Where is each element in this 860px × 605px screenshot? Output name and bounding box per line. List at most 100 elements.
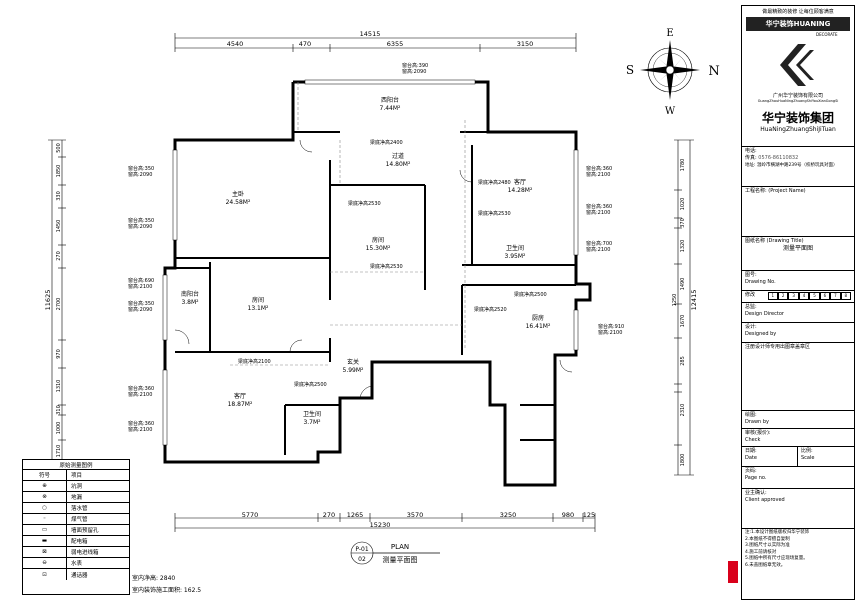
right-total-dim: 12415 xyxy=(690,290,698,311)
stamp-note: 注册设计师专用出图章盖章区 xyxy=(745,344,811,350)
room-name: 厨房 xyxy=(532,314,544,322)
plan-en: PLAN xyxy=(391,543,409,551)
window-note: 窗高:2090 xyxy=(128,171,152,178)
room-name: 南阳台 xyxy=(181,290,199,298)
beam-note: 梁底净高2530 xyxy=(370,263,403,270)
left-seg-dim: 270 xyxy=(56,251,62,261)
drawing-title-row: 图纸名称 (Drawing Title) 测量平面图 xyxy=(742,236,854,266)
client-label: 业主确认: xyxy=(745,490,767,496)
downpipe-icon: ○ xyxy=(23,503,67,513)
window-note: 窗台高:690 xyxy=(128,277,154,284)
window-note: 窗台高:360 xyxy=(586,203,612,210)
address: 地址: 温岭市横湖中路239号（校桥玩具对面） xyxy=(745,163,838,168)
right-seg-dim: 1250 xyxy=(672,294,678,307)
floor-drain-icon: ⊗ xyxy=(23,492,67,502)
drawing-no-en: Drawing No. xyxy=(745,279,776,285)
right-seg-dim: 1020 xyxy=(680,198,686,211)
window-note: 窗高:2100 xyxy=(598,329,622,336)
window-note: 窗高:2100 xyxy=(586,209,610,216)
window-note: 窗高:2100 xyxy=(128,283,152,290)
page-label: 页码: xyxy=(745,468,757,474)
left-seg-dim: 1450 xyxy=(56,220,62,233)
legend-row: ⊠弱电进线箱 xyxy=(23,547,129,558)
room-area: 14.80M² xyxy=(386,161,411,168)
window-note: 窗高:2100 xyxy=(586,171,610,178)
pit-icon: ⊕ xyxy=(23,481,67,491)
window-note: 窗高:2100 xyxy=(128,426,152,433)
legend-row: ◦煤气管 xyxy=(23,514,129,525)
drawn-row: 绘图: Drawn by xyxy=(742,410,854,426)
right-seg-dim: 1670 xyxy=(680,315,686,328)
bottom-seg-dim: 3250 xyxy=(500,511,517,519)
client-row: 业主确认: Client approved xyxy=(742,488,854,528)
revision-row: 修改 1 2 3 4 5 6 7 8 xyxy=(742,290,854,300)
room-area: 18.87M² xyxy=(228,401,253,408)
window-note: 窗台高:360 xyxy=(128,385,154,392)
beam-note: 梁底净高2530 xyxy=(348,200,381,207)
date-en: Date xyxy=(745,455,757,461)
stamp-row: 注册设计师专用出图章盖章区 xyxy=(742,342,854,406)
weak-current-box-icon: ⊠ xyxy=(23,547,67,557)
chevron-logo-icon xyxy=(780,44,814,86)
window-note: 窗台高:390 xyxy=(402,62,428,69)
legend-row: ○落水管 xyxy=(23,503,129,514)
note-area: 室内装饰施工面积: 162.5 xyxy=(132,586,201,594)
room-name: 主卧 xyxy=(232,190,244,198)
room-area: 3.95M² xyxy=(505,253,527,260)
revision-cell: 8 xyxy=(840,291,851,300)
window-note: 窗高:2090 xyxy=(128,223,152,230)
beam-note: 梁底净高2520 xyxy=(474,306,507,313)
company-name: 广州华宁装饰有限公司 xyxy=(772,93,823,99)
left-seg-dim: 1310 xyxy=(56,380,62,393)
designer-label: 设计: xyxy=(745,324,757,330)
legend-col-symbol: 符号 xyxy=(23,470,67,480)
left-seg-dim: 330 xyxy=(56,191,62,201)
drawing-no-row: 图号: Drawing No. xyxy=(742,270,854,290)
window-note: 窗台高:350 xyxy=(128,217,154,224)
bottom-seg-dim: 1265 xyxy=(347,511,364,519)
windows xyxy=(162,79,579,446)
compass-rose xyxy=(640,40,700,100)
distribution-box-icon: ▬ xyxy=(23,536,67,546)
left-seg-dim: 1710 xyxy=(56,445,62,458)
top-total-dim: 14515 xyxy=(360,30,381,38)
plan-label xyxy=(350,541,440,565)
designer-row: 设计: Designed by xyxy=(742,322,854,342)
room-name: 客厅 xyxy=(514,178,526,186)
director-en: Design Director xyxy=(745,311,784,317)
room-name: 西阳台 xyxy=(381,96,399,104)
room-area: 24.58M² xyxy=(226,199,251,206)
legend-row: ▭墙面预留孔 xyxy=(23,525,129,536)
bottom-seg-dim: 3570 xyxy=(407,511,424,519)
right-seg-dim: 285 xyxy=(680,356,686,366)
right-seg-dim: 1490 xyxy=(680,278,686,291)
group-pinyin: HuaNingZhuangShiJiTuan xyxy=(760,126,836,133)
bottom-seg-dim: 980 xyxy=(562,511,574,519)
left-seg-dim: 1850 xyxy=(56,165,62,178)
intercom-icon: ⊡ xyxy=(23,569,67,580)
brand-logo-sub: DECORATE xyxy=(816,32,838,37)
room-name: 房间 xyxy=(252,296,264,304)
right-dimensions xyxy=(674,139,694,476)
room-area: 13.1M² xyxy=(248,305,270,312)
compass-e-label: E xyxy=(666,28,673,39)
bottom-seg-dim: 5770 xyxy=(242,511,259,519)
plan-num: 02 xyxy=(358,556,366,563)
window-note: 窗台高:360 xyxy=(586,165,612,172)
beam-note: 梁底净高2500 xyxy=(294,381,327,388)
beam-note: 梁底净高2530 xyxy=(478,210,511,217)
check-en: Check xyxy=(745,437,761,443)
bottom-seg-dim: 270 xyxy=(323,511,335,519)
legend-row: ▬配电箱 xyxy=(23,536,129,547)
window-note: 窗台高:350 xyxy=(128,165,154,172)
floor-plan-drawing: 14515 4540 470 6355 3150 5770 270 1265 3… xyxy=(44,28,720,594)
right-seg-dim: 1320 xyxy=(680,240,686,253)
revision-cell: 2 xyxy=(777,291,789,300)
scale-cell: 比例: Scale xyxy=(798,447,854,466)
top-seg-dim: 6355 xyxy=(387,40,404,48)
project-name-row: 工程名称: (Project Name) xyxy=(742,186,854,231)
window-note: 窗高:2090 xyxy=(128,306,152,313)
client-en: Client approved xyxy=(745,497,785,503)
bottom-total-dim: 15230 xyxy=(370,521,391,529)
